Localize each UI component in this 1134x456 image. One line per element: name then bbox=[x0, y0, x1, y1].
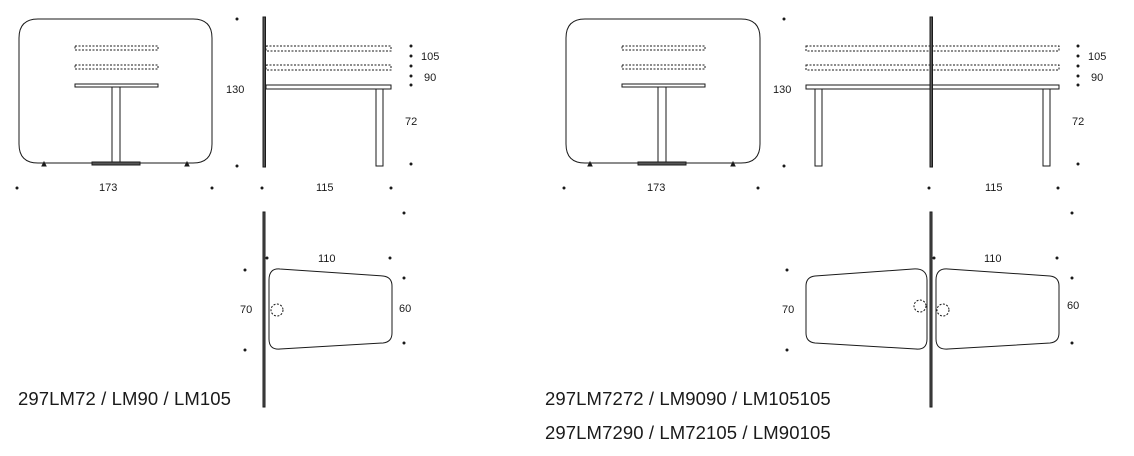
dim-top-depth-far: 60 bbox=[1067, 300, 1079, 312]
dim-front-width: 173 bbox=[99, 182, 117, 194]
side-leg bbox=[375, 88, 384, 167]
top-tabletop-left bbox=[805, 268, 928, 350]
side-screen-panel bbox=[929, 16, 933, 168]
double-model-codes-line1: 297LM7272 / LM9090 / LM105105 bbox=[545, 388, 831, 409]
dim-side-height: 130 bbox=[773, 84, 791, 96]
single-desk-top-view bbox=[262, 211, 393, 408]
dim-top-depth-screen: 70 bbox=[782, 304, 794, 316]
front-shelf-upper bbox=[74, 45, 159, 51]
top-cable-port bbox=[270, 303, 284, 317]
front-shelf-lower bbox=[621, 64, 706, 70]
front-screen-panel bbox=[18, 18, 213, 164]
front-foot-left bbox=[587, 160, 593, 167]
dimension-dots-left bbox=[15, 17, 413, 352]
dim-screen-high: 105 bbox=[421, 51, 439, 63]
front-screen-panel bbox=[565, 18, 761, 164]
side-leg-right bbox=[1042, 88, 1051, 167]
double-desk-side-view bbox=[805, 16, 1060, 168]
top-screen-panel bbox=[929, 211, 933, 408]
dim-side-depth: 115 bbox=[316, 182, 334, 194]
side-shelf-upper bbox=[265, 45, 392, 52]
dim-screen-high: 105 bbox=[1088, 51, 1106, 63]
front-pedestal-leg bbox=[657, 86, 667, 164]
dim-table-height: 72 bbox=[1072, 116, 1084, 128]
front-shelf-upper bbox=[621, 45, 706, 51]
top-tabletop-right bbox=[935, 268, 1060, 350]
single-model-codes: 297LM72 / LM90 / LM105 bbox=[18, 388, 232, 409]
double-desk-top-view bbox=[805, 211, 1060, 408]
front-pedestal-leg bbox=[111, 86, 121, 164]
top-tabletop bbox=[268, 268, 393, 350]
side-leg-left bbox=[814, 88, 823, 167]
top-cable-port-left bbox=[913, 299, 927, 313]
side-shelf-lower bbox=[265, 64, 392, 71]
dim-top-length: 110 bbox=[984, 253, 1002, 265]
side-screen-panel bbox=[262, 16, 266, 168]
dimension-labels-right: 173 130 115 105 90 72 110 70 60 bbox=[647, 51, 1106, 316]
top-cable-port-right bbox=[936, 303, 950, 317]
single-desk-front-view bbox=[18, 18, 213, 167]
front-pedestal-base bbox=[91, 161, 141, 166]
side-tabletop bbox=[265, 84, 392, 90]
dimension-dots-right bbox=[562, 17, 1080, 352]
double-model-codes-line2: 297LM7290 / LM72105 / LM90105 bbox=[545, 422, 831, 443]
dim-top-length: 110 bbox=[318, 253, 336, 265]
dim-side-height: 130 bbox=[226, 84, 244, 96]
dim-top-depth-far: 60 bbox=[399, 303, 411, 315]
dim-side-depth: 115 bbox=[985, 182, 1003, 194]
dimension-labels-left: 173 130 115 105 90 72 110 70 60 bbox=[99, 51, 439, 316]
dim-screen-low: 90 bbox=[424, 72, 436, 84]
dim-table-height: 72 bbox=[405, 116, 417, 128]
double-desk-front-view bbox=[565, 18, 761, 167]
front-pedestal-base bbox=[637, 161, 687, 166]
front-foot-right bbox=[184, 160, 190, 167]
front-shelf-lower bbox=[74, 64, 159, 70]
dim-front-width: 173 bbox=[647, 182, 665, 194]
single-desk-side-view bbox=[262, 16, 392, 168]
top-screen-panel bbox=[262, 211, 266, 408]
front-foot-left bbox=[41, 160, 47, 167]
front-foot-right bbox=[730, 160, 736, 167]
dim-screen-low: 90 bbox=[1091, 72, 1103, 84]
dim-top-depth-screen: 70 bbox=[240, 304, 252, 316]
